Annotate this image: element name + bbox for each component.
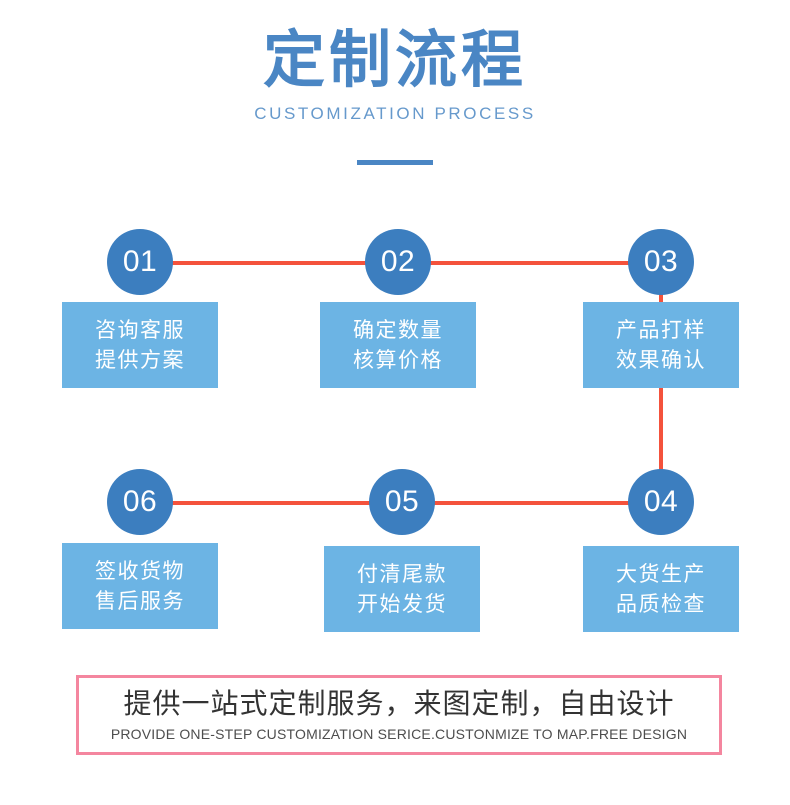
step-number-04: 04: [643, 485, 679, 518]
step-box-02-line1: 确定数量: [353, 318, 443, 342]
banner-subline: PROVIDE ONE-STEP CUSTOMIZATION SERICE.CU…: [110, 725, 688, 742]
step-box-06-line1: 签收货物: [95, 559, 185, 583]
step-number-05: 05: [384, 485, 420, 518]
page-subtitle: CUSTOMIZATION PROCESS: [254, 104, 536, 123]
step-number-06: 06: [122, 485, 158, 518]
step-number-03: 03: [643, 245, 679, 278]
connector-02-to-03: [430, 261, 660, 265]
step-number-02: 02: [380, 245, 416, 278]
step-box-04[interactable]: 大货生产 品质检查: [583, 546, 739, 632]
step-circle-01[interactable]: 01: [107, 229, 173, 295]
step-box-03[interactable]: 产品打样 效果确认: [583, 302, 739, 388]
step-box-02-line2: 核算价格: [353, 348, 443, 372]
step-box-06[interactable]: 签收货物 售后服务: [62, 543, 218, 629]
step-circle-03[interactable]: 03: [628, 229, 694, 295]
header: 定制流程 CUSTOMIZATION PROCESS: [0, 0, 790, 125]
step-box-05-line2: 开始发货: [357, 592, 447, 616]
banner-headline: 提供一站式定制服务，来图定制，自由设计: [123, 686, 675, 720]
step-box-06-line2: 售后服务: [95, 589, 185, 613]
step-circle-06[interactable]: 06: [107, 469, 173, 535]
step-box-05[interactable]: 付清尾款 开始发货: [324, 546, 480, 632]
step-box-01-line1: 咨询客服: [95, 318, 185, 342]
connector-01-to-02: [170, 261, 392, 265]
title-divider: [357, 160, 433, 165]
bottom-banner: 提供一站式定制服务，来图定制，自由设计 PROVIDE ONE-STEP CUS…: [76, 675, 722, 755]
connector-05-to-06: [170, 501, 392, 505]
step-box-05-line1: 付清尾款: [357, 562, 447, 586]
step-box-03-line1: 产品打样: [616, 318, 706, 342]
step-box-03-line2: 效果确认: [616, 348, 706, 372]
step-number-01: 01: [122, 245, 158, 278]
step-circle-05[interactable]: 05: [369, 469, 435, 535]
step-box-04-line1: 大货生产: [616, 562, 706, 586]
connector-04-to-05: [430, 501, 660, 505]
step-box-01[interactable]: 咨询客服 提供方案: [62, 302, 218, 388]
step-circle-04[interactable]: 04: [628, 469, 694, 535]
step-circle-02[interactable]: 02: [365, 229, 431, 295]
step-box-02[interactable]: 确定数量 核算价格: [320, 302, 476, 388]
connector-03-to-04: [659, 294, 663, 502]
page-title: 定制流程: [262, 23, 527, 96]
step-box-04-line2: 品质检查: [616, 592, 706, 616]
step-box-01-line2: 提供方案: [95, 348, 185, 372]
